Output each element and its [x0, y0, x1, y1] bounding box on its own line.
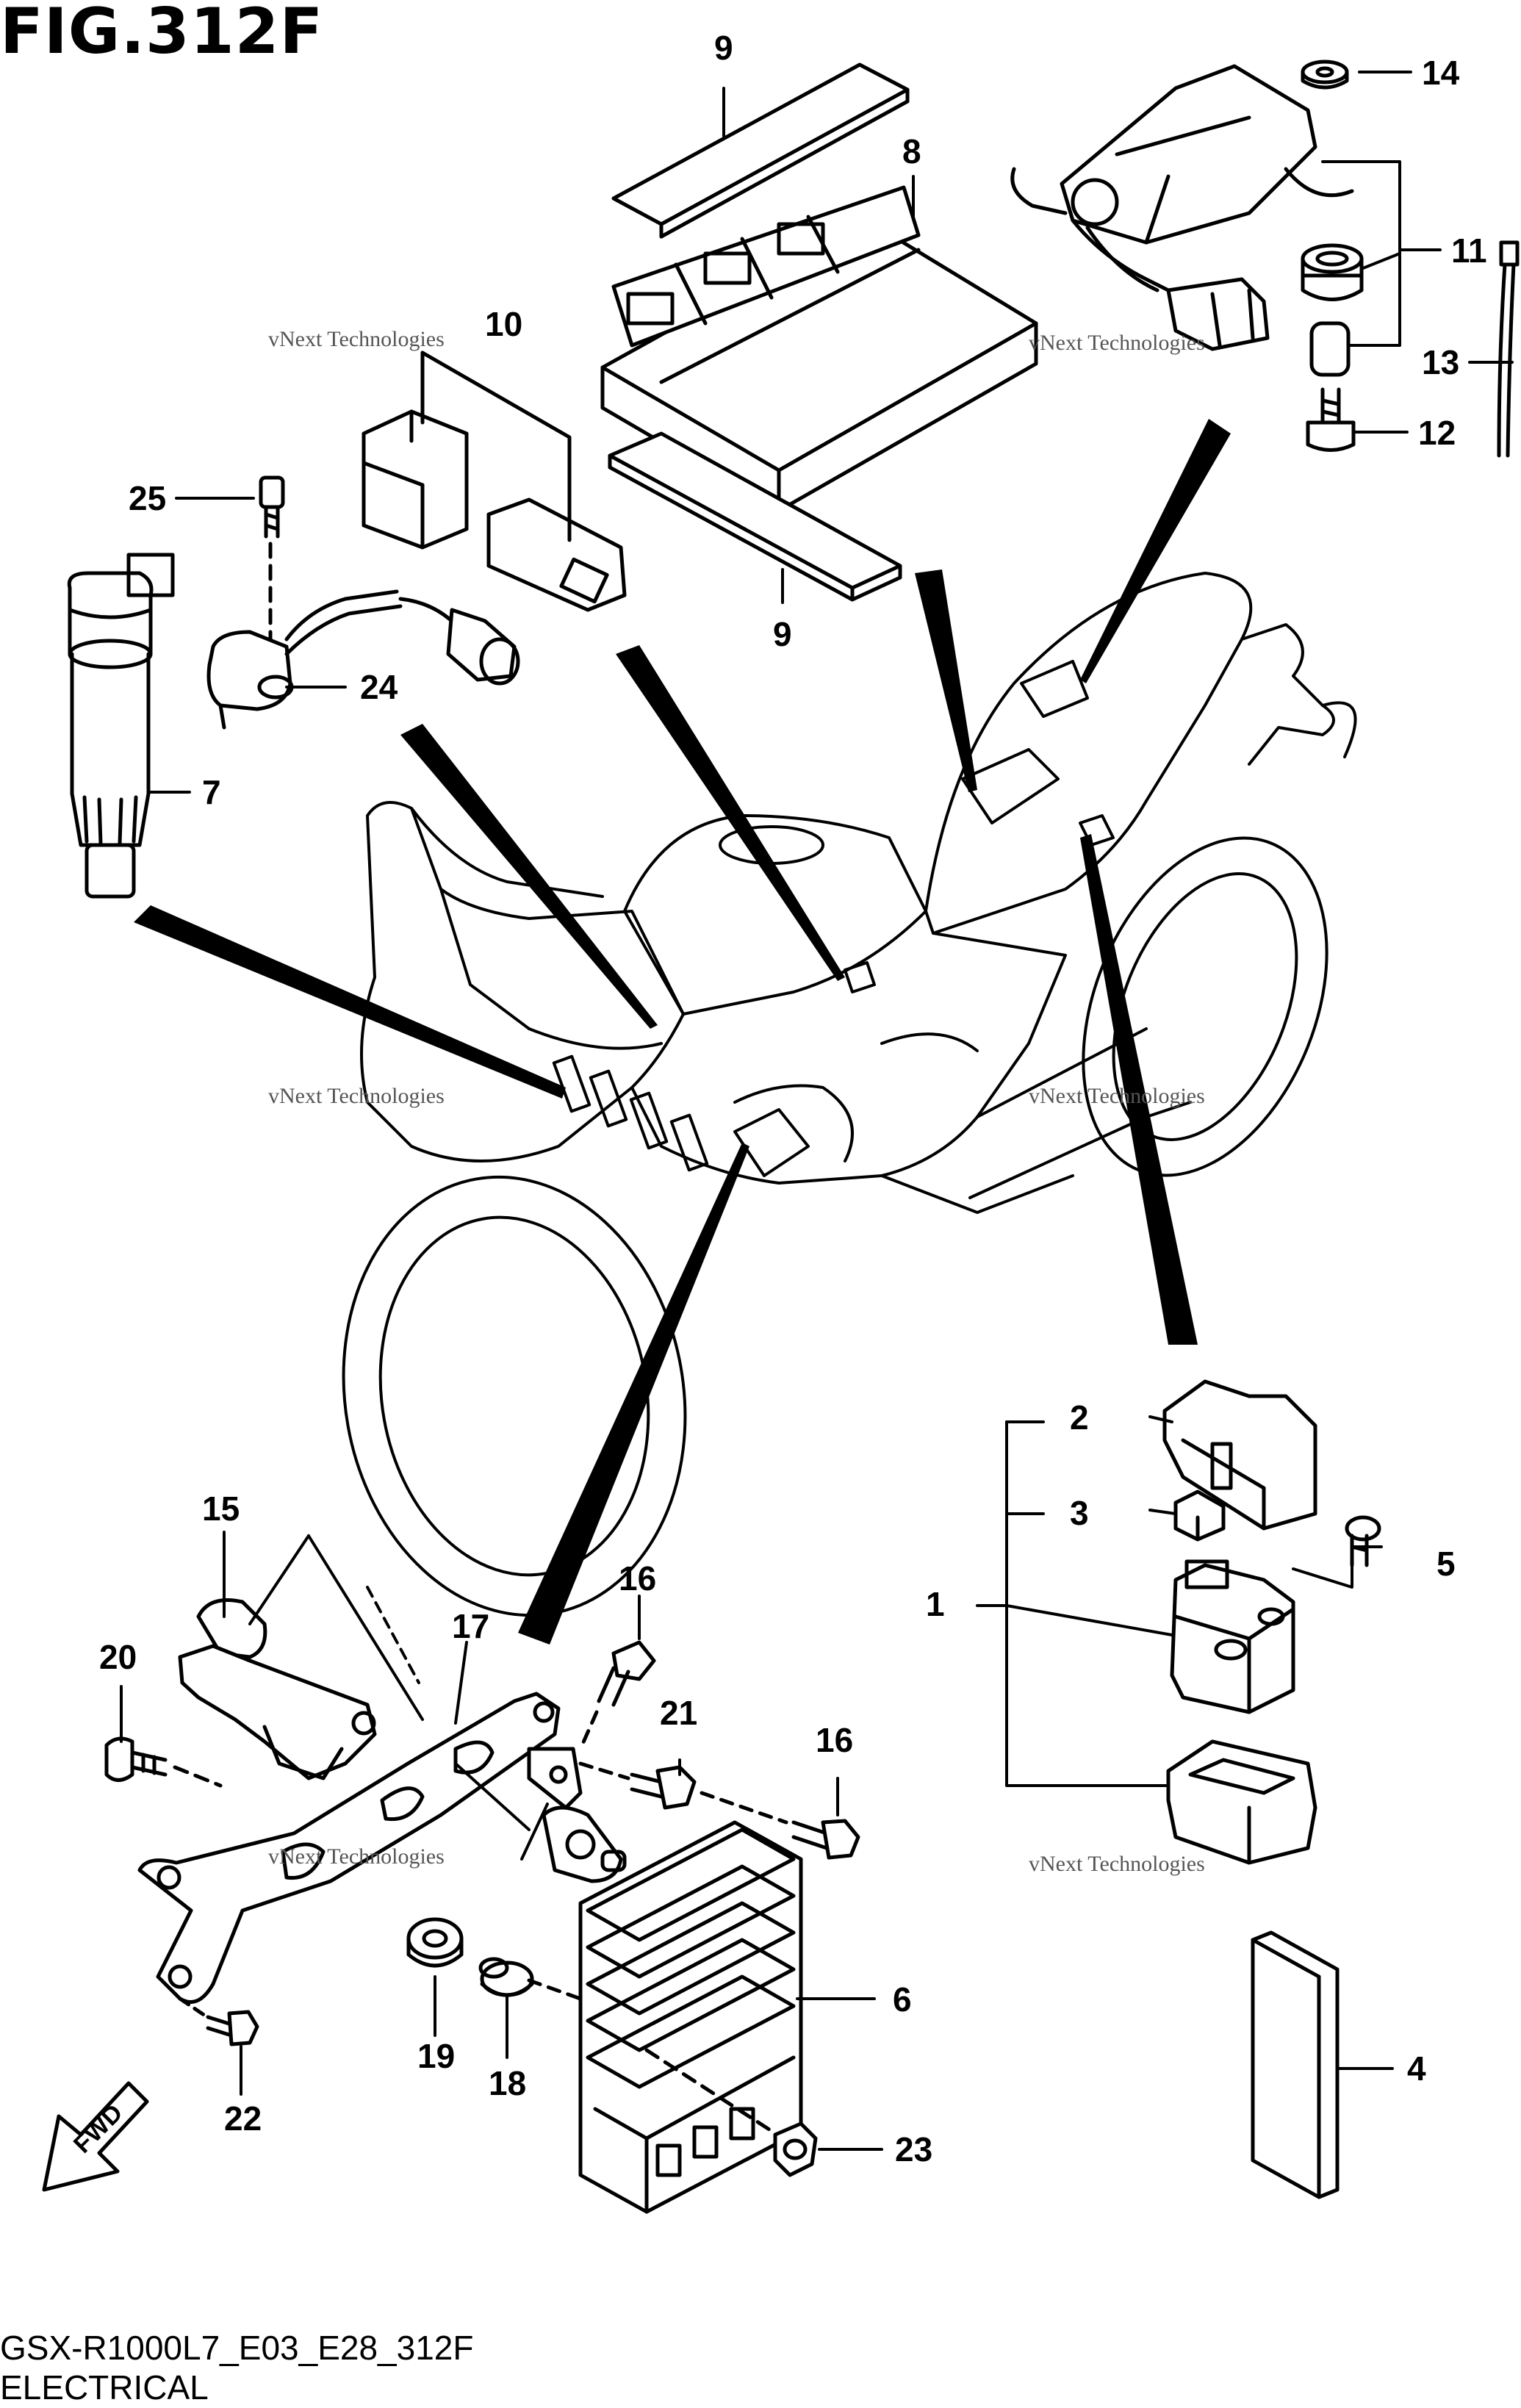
part-25-bolt: [259, 475, 285, 539]
part-10-connector: [362, 351, 627, 612]
part-19-grommet: [406, 1917, 464, 1968]
watermark-1: vNext Technologies: [268, 327, 445, 351]
motorcycle-outline: [342, 572, 1357, 1617]
section-name: ELECTRICAL: [0, 2368, 209, 2407]
callout-16-right: 16: [816, 1721, 854, 1759]
callout-11: 11: [1451, 231, 1487, 270]
watermark-3: vNext Technologies: [268, 1084, 445, 1108]
callout-15: 15: [202, 1489, 240, 1528]
part-7-ignition-coil: [67, 553, 175, 899]
part-8-ecm: [600, 185, 1038, 513]
fwd-arrow: [42, 2081, 149, 2192]
callout-18: 18: [489, 2064, 527, 2102]
callout-3: 3: [1070, 1494, 1089, 1532]
junction-box: [1010, 64, 1354, 351]
callout-13: 13: [1422, 343, 1460, 381]
part-12-bolt: [1306, 387, 1356, 452]
part-9-lower-pad: [608, 431, 902, 602]
part-16-bolt-right: [791, 1819, 860, 1860]
leader-lines: [120, 71, 1514, 2151]
figure-title: FIG.312F: [0, 0, 324, 68]
part-6-regulator: [578, 1820, 803, 2214]
pointer-wedges: [134, 419, 1231, 1645]
callout-14: 14: [1422, 54, 1460, 92]
callout-6: 6: [893, 1980, 912, 2019]
callout-2: 2: [1070, 1398, 1089, 1437]
callout-21: 21: [660, 1694, 698, 1732]
part-23-nut: [773, 2121, 818, 2177]
diagram-code: GSX-R1000L7_E03_E28_312F: [0, 2329, 474, 2367]
part-14-washer: [1301, 60, 1349, 90]
callout-23: 23: [895, 2130, 933, 2168]
callout-7: 7: [202, 773, 221, 811]
callout-17: 17: [452, 1607, 490, 1645]
part-1-starter-relay: [1170, 1559, 1295, 1714]
callout-22: 22: [224, 2099, 262, 2138]
part-22-bolt: [206, 2010, 259, 2046]
callout-19: 19: [417, 2037, 456, 2075]
callout-16-upper: 16: [619, 1559, 657, 1597]
watermark-5: vNext Technologies: [268, 1844, 445, 1869]
callout-4: 4: [1407, 2049, 1426, 2088]
part-20-bolt: [104, 1736, 168, 1782]
callout-8: 8: [902, 132, 921, 170]
part-1-relay-holder: [1166, 1739, 1317, 1865]
callout-24: 24: [360, 668, 398, 706]
part-2-relay-cover: [1162, 1379, 1317, 1531]
watermark-4: vNext Technologies: [1029, 1084, 1205, 1108]
part-24-sensor: [206, 589, 520, 730]
callout-9-top: 9: [714, 29, 733, 67]
callout-1: 1: [926, 1585, 945, 1623]
callout-9-bottom: 9: [773, 615, 792, 653]
part-13-cable-tie: [1497, 240, 1520, 458]
part-15-stay: [178, 1598, 377, 1780]
part-16-bolt-upper: [597, 1640, 656, 1707]
part-18-collar: [478, 1957, 534, 1997]
callout-25: 25: [129, 479, 167, 517]
watermark-6: vNext Technologies: [1029, 1852, 1205, 1876]
watermark-2: vNext Technologies: [1029, 331, 1205, 355]
callout-10: 10: [485, 305, 523, 343]
part-21-bolt: [630, 1765, 697, 1810]
callout-20: 20: [99, 1638, 137, 1676]
callout-12: 12: [1418, 414, 1456, 452]
part-4-card: [1251, 1930, 1340, 2199]
mount-plate: [542, 1805, 627, 1883]
callout-5: 5: [1436, 1545, 1456, 1583]
part-9-upper-pad: [611, 62, 910, 239]
part-11-grommet: [1301, 243, 1364, 377]
part-3-fuse: [1173, 1489, 1226, 1542]
